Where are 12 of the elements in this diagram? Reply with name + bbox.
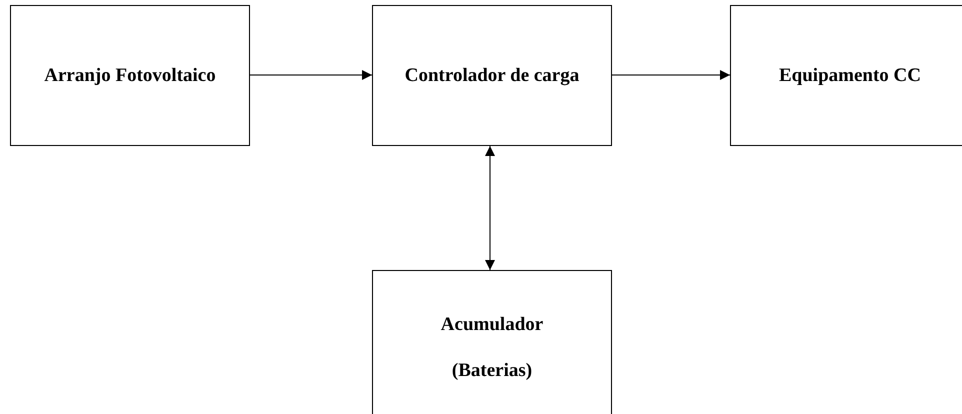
box-label: Arranjo Fotovoltaico (44, 64, 216, 88)
arrow (612, 70, 730, 80)
arrow (250, 70, 372, 80)
process-box (10, 5, 250, 146)
box-label: (Baterias) (452, 359, 532, 383)
box-label: Equipamento CC (779, 64, 921, 88)
arrow (485, 146, 495, 270)
process-box (372, 270, 612, 414)
box-label: Controlador de carga (404, 64, 580, 88)
process-box (730, 5, 962, 146)
process-box (372, 5, 612, 146)
box-label: Acumulador (440, 313, 544, 337)
